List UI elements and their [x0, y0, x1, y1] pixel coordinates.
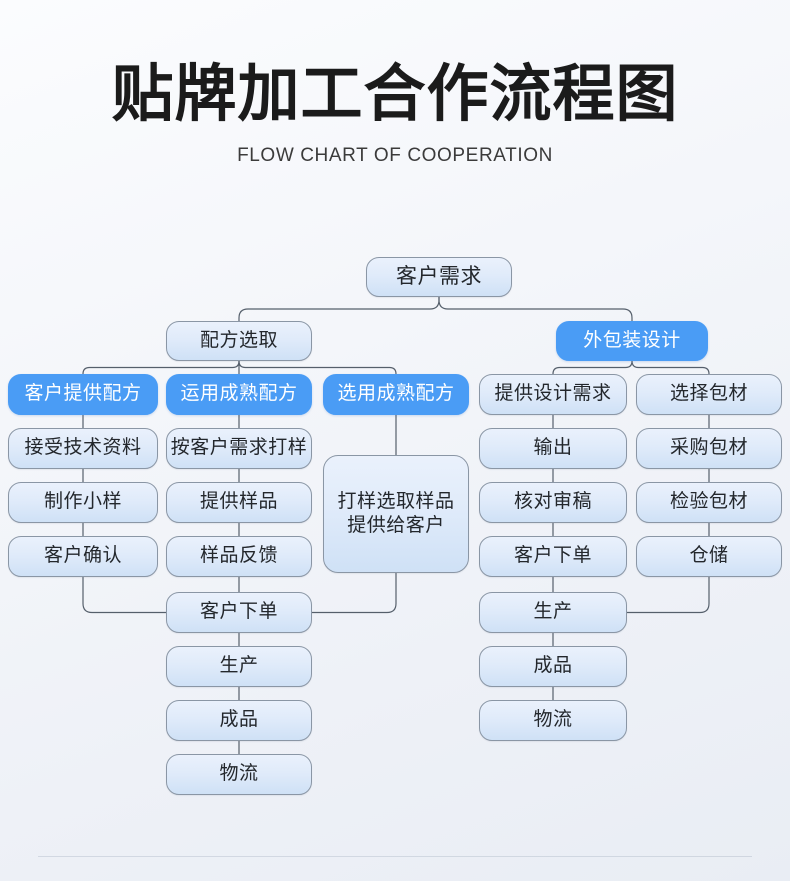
flow-node-label: 选用成熟配方 — [337, 383, 455, 405]
flow-node-label: 提供样品 — [199, 491, 278, 513]
flow-node-label: 客户确认 — [43, 545, 122, 567]
flow-node-label: 客户下单 — [199, 601, 278, 623]
flow-node-label: 提供设计需求 — [494, 383, 612, 405]
flow-node-c1_4: 客户确认 — [8, 536, 158, 577]
flow-node-label: 选择包材 — [669, 383, 748, 405]
flow-node-label: 客户下单 — [513, 545, 592, 567]
flow-node-m_2: 生产 — [166, 646, 312, 687]
flow-node-c4_3: 核对审稿 — [479, 482, 627, 523]
flow-node-label: 生产 — [533, 601, 573, 623]
flow-node-c2_4: 样品反馈 — [166, 536, 312, 577]
flow-node-c4_6: 成品 — [479, 646, 627, 687]
flow-node-c2_1: 运用成熟配方 — [166, 374, 312, 415]
flow-node-label: 输出 — [533, 437, 573, 459]
flow-node-label: 接受技术资料 — [24, 437, 142, 459]
flow-node-label: 生产 — [219, 655, 259, 677]
flow-node-c3_2: 打样选取样品 提供给客户 — [323, 455, 469, 573]
flow-node-label: 客户提供配方 — [24, 383, 142, 405]
flow-node-c4_7: 物流 — [479, 700, 627, 741]
page-header: 贴牌加工合作流程图 FLOW CHART OF COOPERATION — [0, 0, 790, 167]
flow-node-c5_3: 检验包材 — [636, 482, 782, 523]
flow-node-c4_5: 生产 — [479, 592, 627, 633]
page-title: 贴牌加工合作流程图 — [111, 60, 679, 129]
flow-node-c4_2: 输出 — [479, 428, 627, 469]
flow-node-label: 样品反馈 — [199, 545, 278, 567]
flow-node-root: 客户需求 — [366, 257, 512, 297]
flow-node-label: 按客户需求打样 — [170, 437, 308, 459]
flow-node-label: 物流 — [219, 763, 259, 785]
flow-node-label: 成品 — [219, 709, 259, 731]
flow-node-c1_3: 制作小样 — [8, 482, 158, 523]
flow-node-label: 物流 — [533, 709, 573, 731]
flow-node-branch_a: 配方选取 — [166, 321, 312, 361]
flow-node-c4_1: 提供设计需求 — [479, 374, 627, 415]
flow-node-label: 运用成熟配方 — [180, 383, 298, 405]
flow-node-label: 核对审稿 — [513, 491, 592, 513]
flow-node-m_4: 物流 — [166, 754, 312, 795]
flow-node-m_1: 客户下单 — [166, 592, 312, 633]
flow-node-c1_2: 接受技术资料 — [8, 428, 158, 469]
flow-node-c3_1: 选用成熟配方 — [323, 374, 469, 415]
flow-node-label: 采购包材 — [669, 437, 748, 459]
flow-node-label: 成品 — [533, 655, 573, 677]
flow-node-c5_2: 采购包材 — [636, 428, 782, 469]
flow-node-branch_b: 外包装设计 — [556, 321, 708, 361]
flow-node-c1_1: 客户提供配方 — [8, 374, 158, 415]
flow-node-label: 外包装设计 — [583, 329, 681, 351]
flow-node-c2_3: 提供样品 — [166, 482, 312, 523]
flow-node-label: 仓储 — [689, 545, 729, 567]
flow-node-label: 客户需求 — [396, 264, 482, 288]
flow-node-label: 制作小样 — [43, 491, 122, 513]
flow-node-label: 配方选取 — [199, 329, 278, 351]
flow-node-label: 打样选取样品 提供给客户 — [337, 490, 455, 536]
flow-node-m_3: 成品 — [166, 700, 312, 741]
flow-node-c2_2: 按客户需求打样 — [166, 428, 312, 469]
flow-node-c4_4: 客户下单 — [479, 536, 627, 577]
flow-node-c5_1: 选择包材 — [636, 374, 782, 415]
flow-node-label: 检验包材 — [669, 491, 748, 513]
flow-node-c5_4: 仓储 — [636, 536, 782, 577]
bottom-divider — [38, 856, 752, 857]
page-subtitle: FLOW CHART OF COOPERATION — [237, 145, 553, 167]
